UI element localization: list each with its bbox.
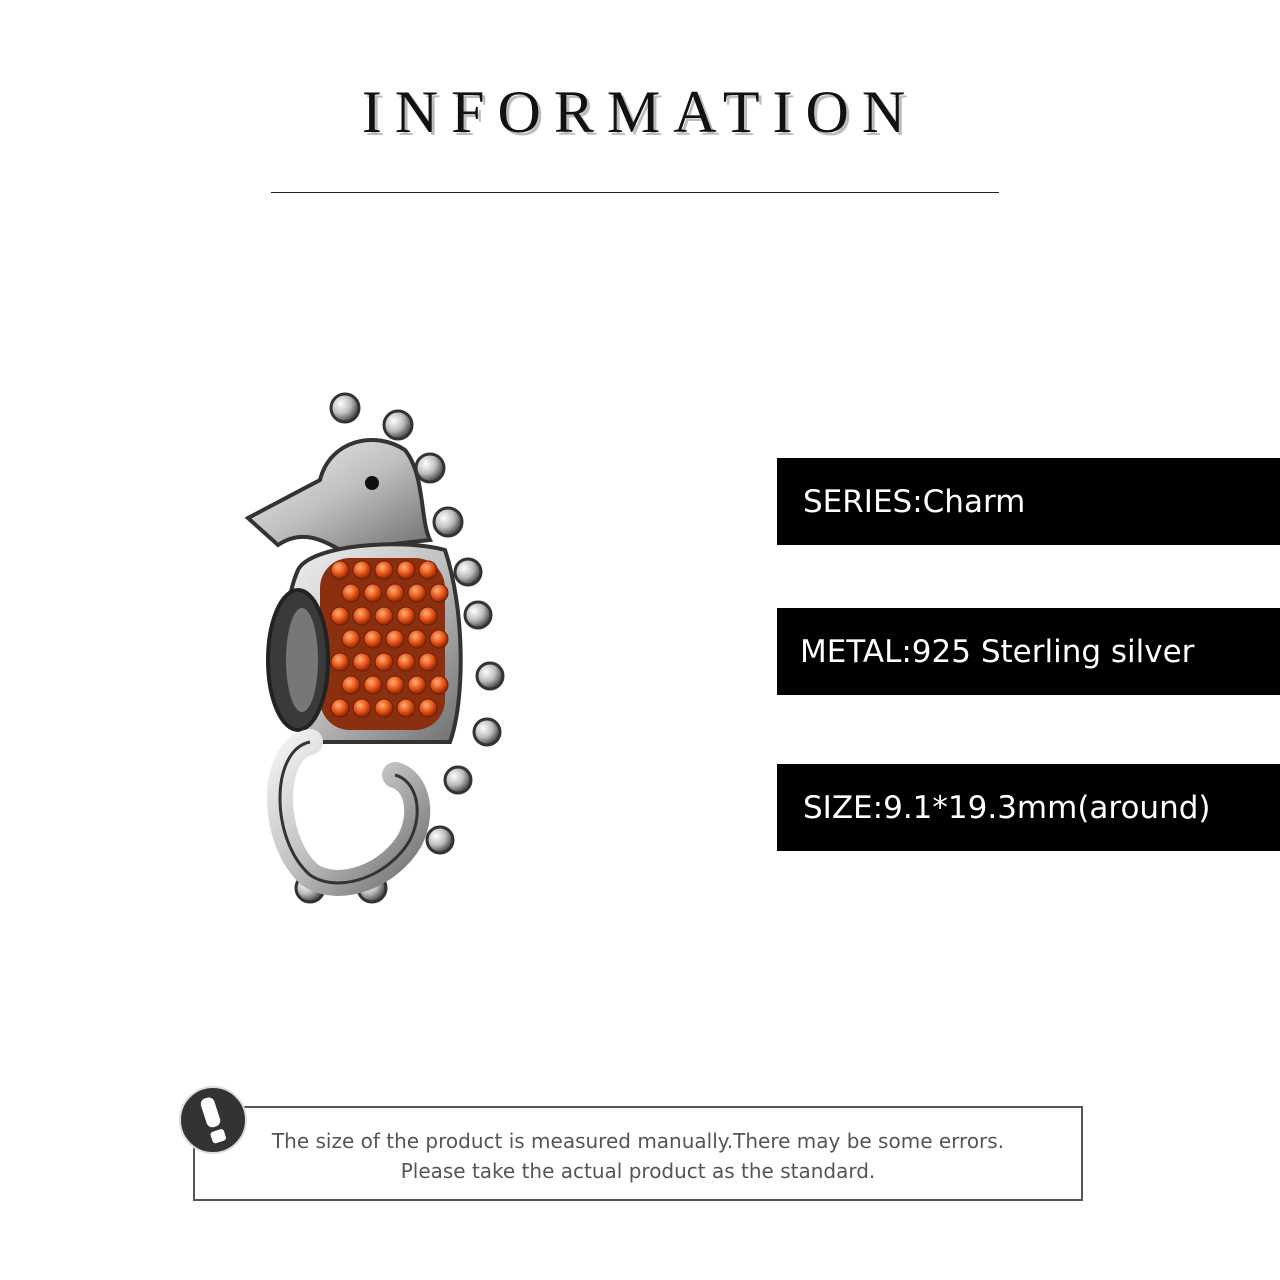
gem-stone (330, 652, 350, 672)
warning-exclamation-icon (179, 1086, 247, 1154)
measurement-notice: The size of the product is measured manu… (193, 1106, 1083, 1201)
gem-stone (429, 675, 449, 695)
gem-stone (396, 560, 416, 580)
gem-stone (330, 606, 350, 626)
gem-stone (374, 698, 394, 718)
gem-stone (374, 606, 394, 626)
spec-series: SERIES: Charm (777, 458, 1280, 545)
notice-line-1: The size of the product is measured manu… (271, 1129, 1005, 1153)
gem-stone (374, 652, 394, 672)
notice-text: The size of the product is measured manu… (195, 1126, 1081, 1186)
gem-pave (330, 560, 449, 718)
gem-stone (418, 560, 438, 580)
gem-stone (363, 675, 383, 695)
notice-line-2: Please take the actual product as the st… (400, 1159, 876, 1183)
gem-stone (396, 652, 416, 672)
gem-stone (418, 652, 438, 672)
gem-stone (374, 560, 394, 580)
spec-series-value: Charm (922, 483, 1026, 520)
spec-size-value: 9.1*19.3mm(around) (883, 789, 1211, 826)
gem-stone (418, 698, 438, 718)
gem-stone (330, 698, 350, 718)
page-title: INFORMATION (361, 79, 919, 145)
spec-size: SIZE: 9.1*19.3mm(around) (777, 764, 1280, 851)
gem-stone (385, 675, 405, 695)
gem-stone (352, 652, 372, 672)
gem-stone (363, 629, 383, 649)
gem-stone (385, 583, 405, 603)
spec-metal-label: METAL: (800, 633, 912, 670)
gem-stone (352, 698, 372, 718)
gem-stone (330, 560, 350, 580)
title-divider (271, 192, 999, 193)
gem-stone (341, 675, 361, 695)
spec-series-label: SERIES: (803, 483, 923, 520)
gem-stone (418, 606, 438, 626)
gem-stone (429, 629, 449, 649)
gem-stone (407, 629, 427, 649)
gem-stone (352, 606, 372, 626)
spec-size-label: SIZE: (803, 789, 884, 826)
gem-stone (396, 606, 416, 626)
gem-stone (352, 560, 372, 580)
gem-stone (429, 583, 449, 603)
spec-metal-value: 925 Sterling silver (911, 633, 1195, 670)
gem-stone (396, 698, 416, 718)
gem-stone (363, 583, 383, 603)
spec-metal: METAL: 925 Sterling silver (777, 608, 1280, 695)
gem-stone (407, 583, 427, 603)
gem-stone (341, 583, 361, 603)
seahorse-charm-image (244, 392, 505, 904)
gem-stone (385, 629, 405, 649)
gem-stone (407, 675, 427, 695)
gem-stone (341, 629, 361, 649)
